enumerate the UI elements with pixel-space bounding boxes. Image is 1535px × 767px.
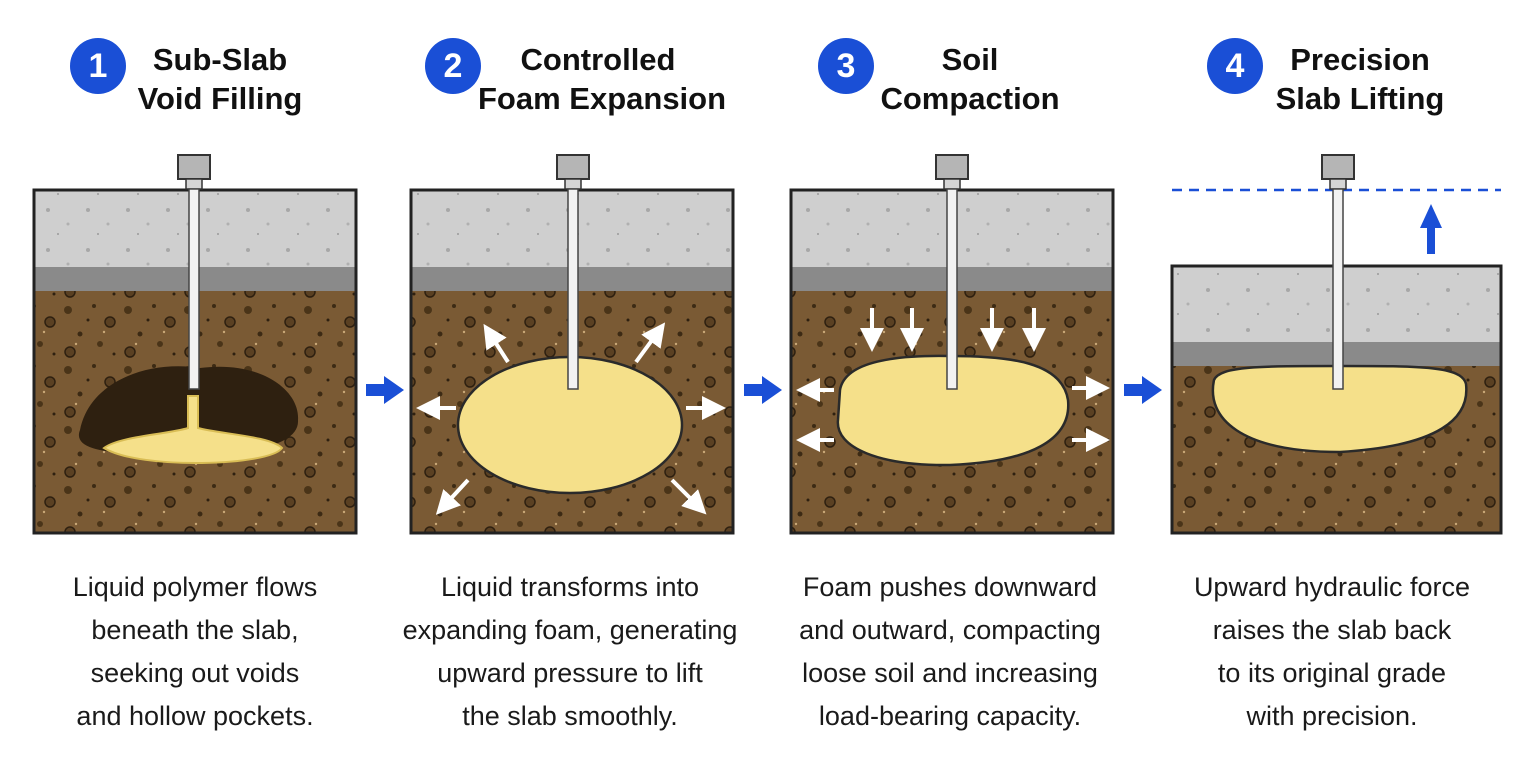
injection-cap: [1321, 154, 1355, 180]
liquid-polymer: [102, 395, 284, 464]
desc-line: loose soil and increasing: [802, 658, 1098, 688]
title-line: Soil: [941, 42, 999, 77]
step-number-badge: 4: [1207, 38, 1263, 94]
panel-slab-lifting: [1170, 154, 1503, 535]
desc-line: and hollow pockets.: [76, 701, 314, 731]
step-title: Sub-Slab Void Filling: [120, 40, 320, 118]
desc-line: Upward hydraulic force: [1193, 572, 1471, 602]
injection-tube: [567, 188, 579, 390]
step-number-badge: 3: [818, 38, 874, 94]
desc-line: beneath the slab,: [91, 615, 299, 645]
desc-line: seeking out voids: [90, 658, 300, 688]
title-line: Sub-Slab: [152, 42, 288, 77]
panel-soil-compaction: [789, 154, 1115, 535]
desc-line: and outward, compacting: [799, 615, 1101, 645]
injection-cap: [177, 154, 211, 180]
title-line: Void Filling: [137, 81, 303, 116]
arrow-right-icon: [366, 376, 404, 404]
injection-tube: [188, 188, 200, 390]
step-number-badge: 1: [70, 38, 126, 94]
desc-line: expanding foam, generating: [402, 615, 738, 645]
injection-tube: [1332, 188, 1344, 390]
desc-line: Liquid polymer flows: [72, 572, 318, 602]
compaction-arrows: [796, 308, 1110, 452]
desc-line: upward pressure to lift: [437, 658, 703, 688]
desc-line: raises the slab back: [1212, 615, 1452, 645]
injection-cap: [935, 154, 969, 180]
compacting-foam: [836, 354, 1070, 467]
desc-line: load-bearing capacity.: [818, 701, 1082, 731]
desc-line: Foam pushes downward: [802, 572, 1098, 602]
lifting-foam: [1211, 364, 1468, 454]
step-title: Soil Compaction: [870, 40, 1070, 118]
injection-cap: [556, 154, 590, 180]
title-line: Compaction: [880, 81, 1060, 116]
step-description: Liquid polymer flows beneath the slab, s…: [34, 566, 356, 738]
lift-arrow-icon: [1420, 204, 1442, 254]
desc-line: with precision.: [1246, 701, 1418, 731]
step-description: Liquid transforms into expanding foam, g…: [400, 566, 740, 738]
step-number-badge: 2: [425, 38, 481, 94]
panel-void-filling: [32, 154, 358, 535]
desc-line: the slab smoothly.: [462, 701, 678, 731]
title-line: Slab Lifting: [1275, 81, 1445, 116]
title-line: Foam Expansion: [478, 81, 727, 116]
arrow-right-icon: [744, 376, 782, 404]
pressure-arrows: [416, 322, 726, 515]
panel-foam-expansion: [409, 154, 735, 535]
flow-arrows: [366, 376, 1162, 404]
title-line: Precision: [1290, 42, 1430, 77]
step-title: Controlled Foam Expansion: [478, 40, 727, 118]
step-description: Foam pushes downward and outward, compac…: [785, 566, 1115, 738]
step-description: Upward hydraulic force raises the slab b…: [1172, 566, 1492, 738]
desc-line: to its original grade: [1217, 658, 1447, 688]
arrow-right-icon: [1124, 376, 1162, 404]
desc-line: Liquid transforms into: [440, 572, 700, 602]
title-line: Controlled: [520, 42, 676, 77]
step-title: Precision Slab Lifting: [1260, 40, 1460, 118]
injection-tube: [946, 188, 958, 390]
